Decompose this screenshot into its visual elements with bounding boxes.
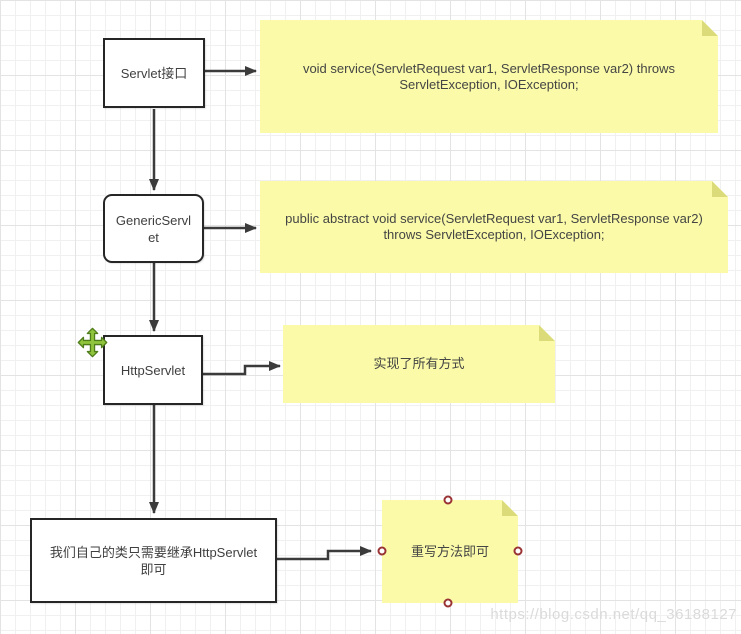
move-icon[interactable]: [77, 327, 108, 358]
node-servlet-interface[interactable]: Servlet接口: [103, 38, 205, 108]
note-fold-corner: [539, 325, 555, 341]
note-httpservlet[interactable]: 实现了所有方式: [283, 325, 555, 403]
node-http-servlet[interactable]: HttpServlet: [103, 335, 203, 405]
note-text: 重写方法即可: [410, 543, 489, 559]
connection-handle-left[interactable]: [377, 546, 387, 556]
connector-httpservlet-to-note3[interactable]: [203, 361, 281, 376]
note-override[interactable]: 重写方法即可: [382, 500, 518, 603]
note-servlet-service[interactable]: void service(ServletRequest var1, Servle…: [260, 20, 718, 133]
note-generic-service[interactable]: public abstract void service(ServletRequ…: [260, 181, 728, 273]
watermark: https://blog.csdn.net/qq_36188127: [490, 606, 737, 623]
node-label: HttpServlet: [120, 362, 186, 378]
connection-handle-top[interactable]: [443, 495, 453, 505]
connector-ownclass-to-note4[interactable]: [277, 546, 372, 561]
connection-handle-bottom[interactable]: [443, 598, 453, 608]
note-text: public abstract void service(ServletRequ…: [285, 211, 703, 242]
note-fold-corner: [712, 181, 728, 197]
note-text: 实现了所有方式: [373, 356, 465, 371]
note-text: void service(ServletRequest var1, Servle…: [302, 60, 676, 92]
note-fold-corner: [502, 500, 518, 516]
connection-handle-right[interactable]: [513, 546, 523, 556]
node-label: Servlet接口: [120, 65, 188, 81]
note-fold-corner: [702, 20, 718, 36]
